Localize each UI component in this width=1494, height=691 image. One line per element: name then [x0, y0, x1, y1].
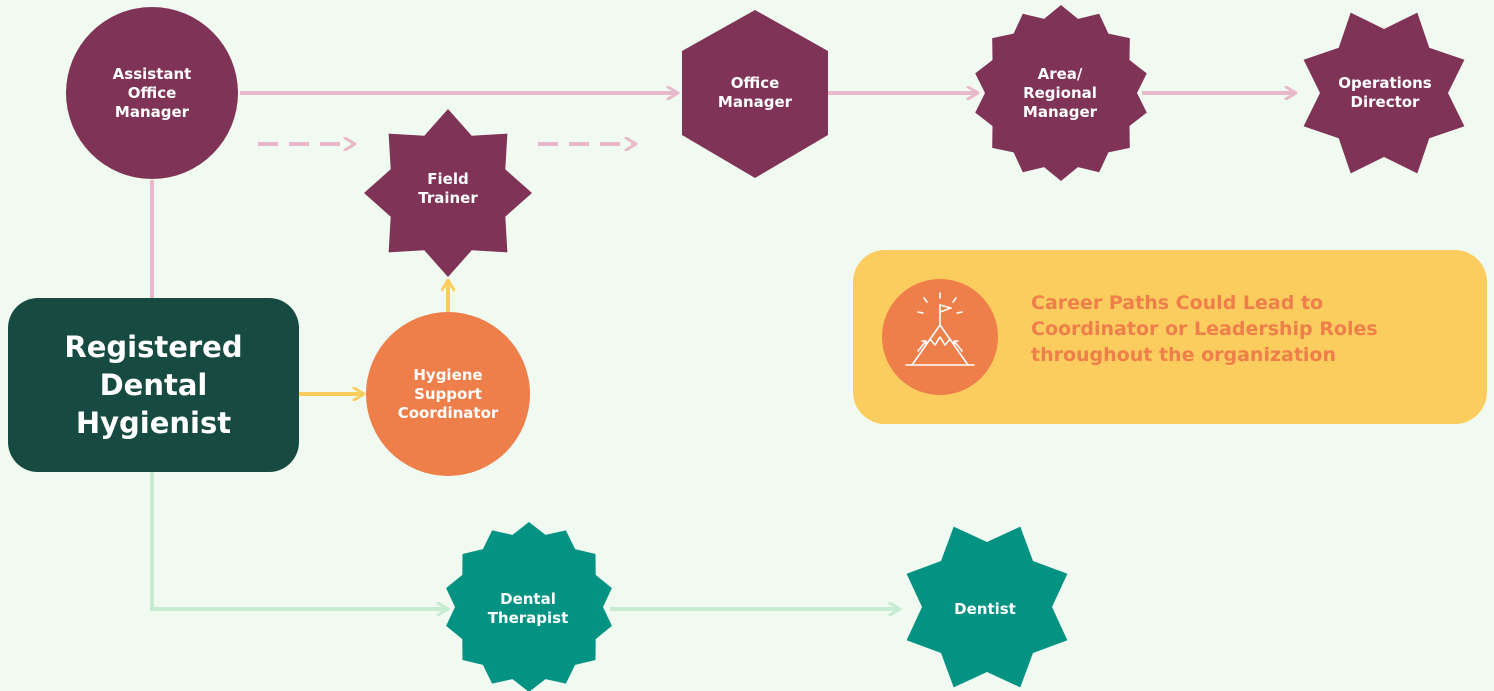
- hygiene-support-coordinator-label: Hygiene Support Coordinator: [397, 365, 499, 422]
- mountain-flag-icon: [882, 279, 998, 395]
- area-regional-manager-label: Area/ Regional Manager: [1022, 64, 1098, 121]
- assistant-office-manager-shape: [66, 7, 238, 179]
- assistant-office-manager-label: Assistant Office Manager: [112, 64, 192, 121]
- dentist-shape: [906, 526, 1068, 688]
- dental-therapist-label: Dental Therapist: [487, 590, 569, 627]
- area-regional-manager-shape: [975, 5, 1147, 181]
- dental-therapist-shape: [446, 522, 612, 691]
- dentist-label: Dentist: [954, 599, 1016, 618]
- operations-director-shape: [1303, 12, 1465, 174]
- registered-dental-hygienist-box: [8, 298, 299, 472]
- office-manager-shape: [682, 10, 828, 178]
- hygiene-support-coordinator-shape: [366, 312, 530, 476]
- field-trainer-label: Field Trainer: [418, 170, 478, 207]
- office-manager-label: Office Manager: [717, 74, 793, 111]
- operations-director-label: Operations Director: [1338, 74, 1432, 111]
- connector-rdh-to-therapist: [150, 472, 448, 609]
- field-trainer-shape: [364, 109, 532, 277]
- registered-dental-hygienist-label: Registered Dental Hygienist: [64, 330, 243, 440]
- callout-text: Career Paths Could Lead to Coordinator o…: [1031, 292, 1378, 366]
